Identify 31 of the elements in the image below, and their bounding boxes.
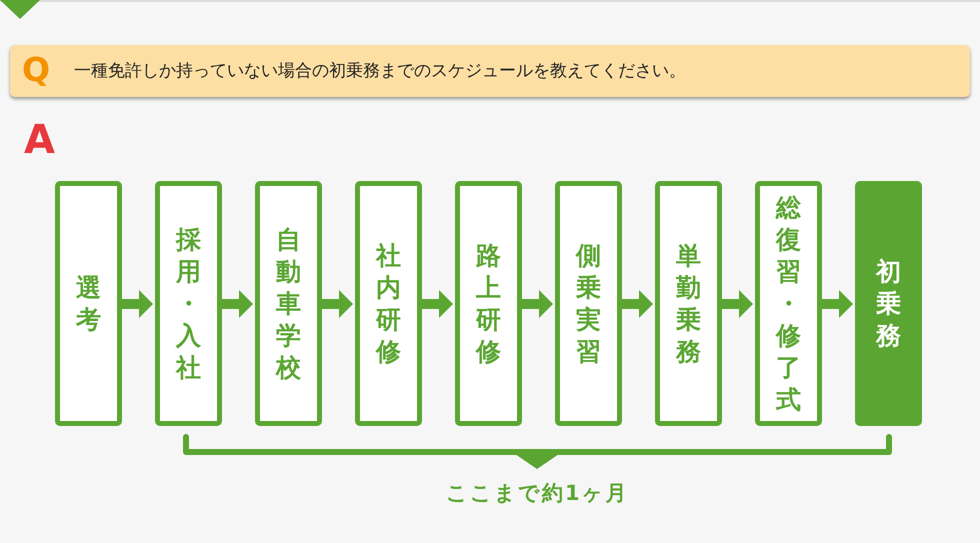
arrow [822,290,853,318]
step-box [255,181,322,426]
arrow [622,290,653,318]
step-box [555,181,622,426]
final-step-box [855,181,922,426]
question-text: 一種免許しか持っていない場合の初乗務までのスケジュールを教えてください。 [74,60,686,82]
step-box [455,181,522,426]
arrow [122,290,153,318]
arrow [222,290,253,318]
step-text: 側乗実習 [574,240,602,368]
step-text: 総復習・修了式 [774,192,802,416]
arrow [322,290,353,318]
step-box [155,181,222,426]
arrow [522,290,553,318]
step-text: 単勤乗務 [674,240,702,368]
step-text: 初乗務 [874,256,902,352]
arrow [422,290,453,318]
answer-mark: A [24,118,55,162]
step-text: 社内研修 [374,240,402,368]
step-text: 路上研修 [474,240,502,368]
q-mark: Q [22,51,50,89]
step-box [755,181,822,426]
duration-text: ここまで約1ヶ月 [446,480,629,506]
step-text: 選考 [74,272,102,336]
step-box [55,181,122,426]
step-box [355,181,422,426]
question-banner [10,45,970,97]
step-text: 採用・入社 [174,224,202,384]
step-box [655,181,722,426]
step-text: 自動車学校 [274,224,302,384]
arrow [722,290,753,318]
